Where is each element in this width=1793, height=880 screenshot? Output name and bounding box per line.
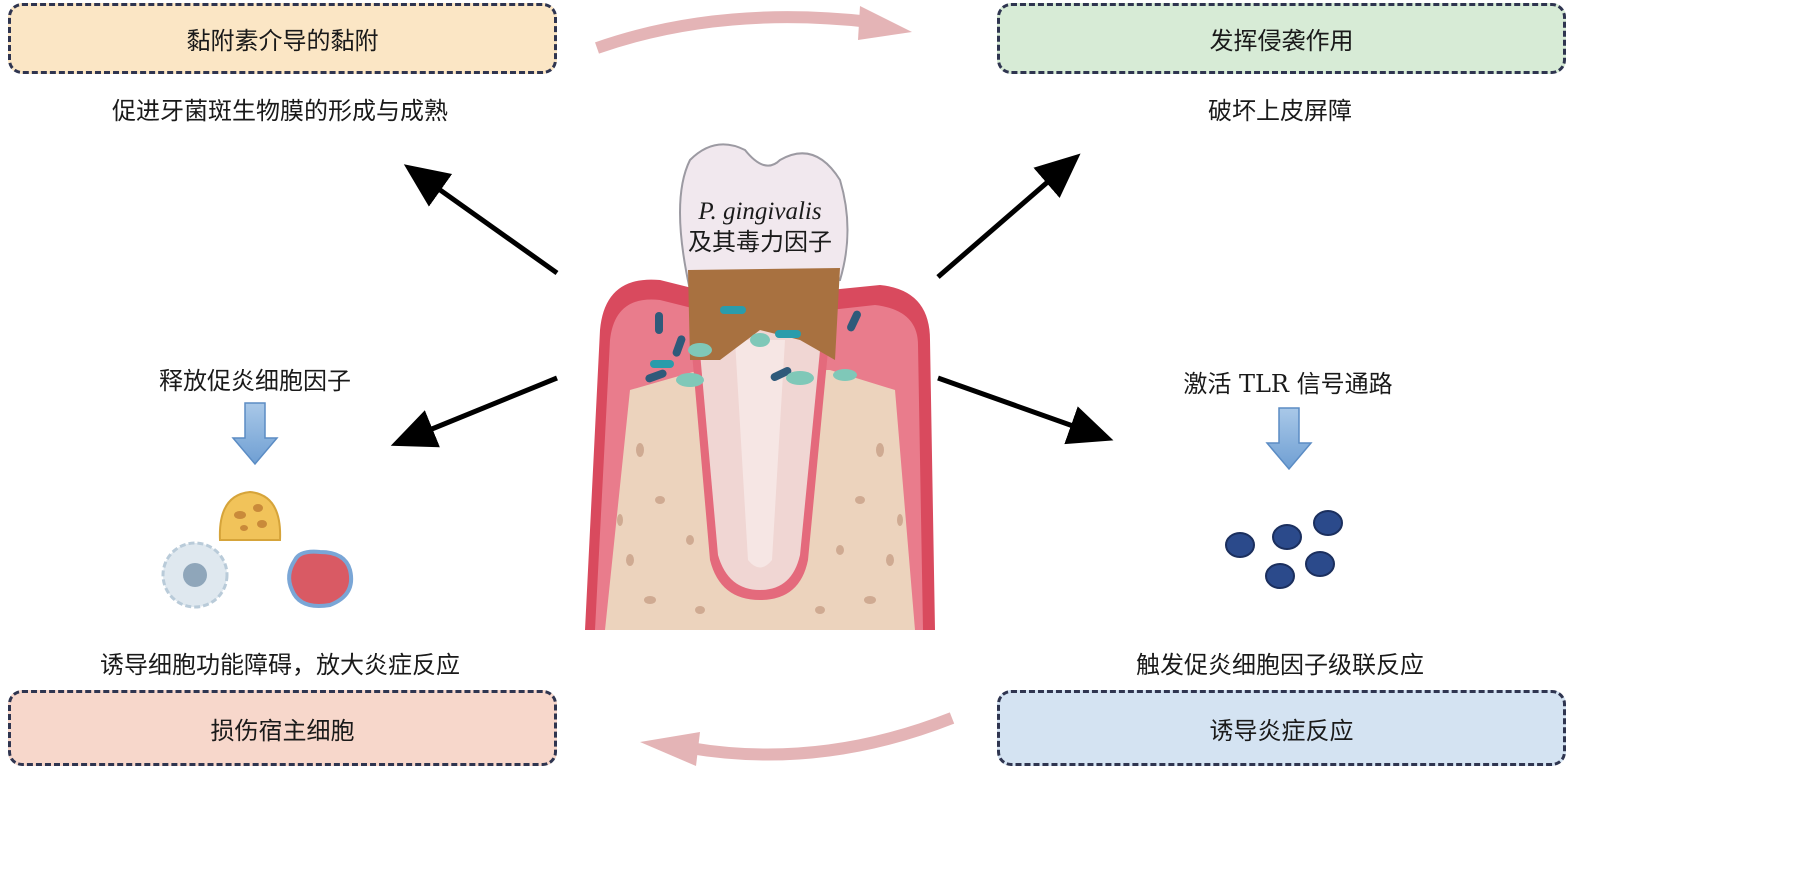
cycle-arrow-top <box>595 6 912 54</box>
organism-name: P. gingivalis <box>698 198 822 225</box>
box-inflammation-label: 诱导炎症反应 <box>1209 716 1354 745</box>
box-invasion: 发挥侵袭作用 <box>997 3 1566 74</box>
box-adhesion-label: 黏附素介导的黏附 <box>186 27 379 55</box>
release-cytokines-text: 释放促炎细胞因子 <box>159 367 351 395</box>
box-host-damage: 损伤宿主细胞 <box>8 690 557 766</box>
arrow-bottom-right <box>937 375 1114 445</box>
arrow-top-left <box>403 164 559 276</box>
down-arrow-right <box>1265 407 1313 471</box>
box-adhesion: 黏附素介导的黏附 <box>8 3 557 74</box>
tlr-activation-text: 激活 TLR 信号通路 <box>1183 370 1393 398</box>
down-arrow-left <box>231 402 279 466</box>
cycle-arrow-bottom <box>640 712 955 766</box>
center-label: P. gingivalis 及其毒力因子 <box>680 196 840 257</box>
arrow-top-right <box>936 153 1081 279</box>
host-damage-description: 诱导细胞功能障碍，放大炎症反应 <box>100 651 460 679</box>
box-invasion-label: 发挥侵袭作用 <box>1209 27 1354 55</box>
invasion-description: 破坏上皮屏障 <box>1208 97 1352 125</box>
adhesion-description: 促进牙菌斑生物膜的形成与成熟 <box>112 97 448 125</box>
organism-subtitle: 及其毒力因子 <box>688 228 832 256</box>
box-host-damage-label: 损伤宿主细胞 <box>210 716 355 745</box>
box-inflammation: 诱导炎症反应 <box>997 690 1566 766</box>
cytokine-dots-icon <box>1225 510 1343 589</box>
host-cells-icon <box>161 490 353 609</box>
tooth-illustration <box>585 143 935 630</box>
inflammation-description: 触发促炎细胞因子级联反应 <box>1136 651 1424 679</box>
arrow-bottom-left <box>390 375 558 448</box>
